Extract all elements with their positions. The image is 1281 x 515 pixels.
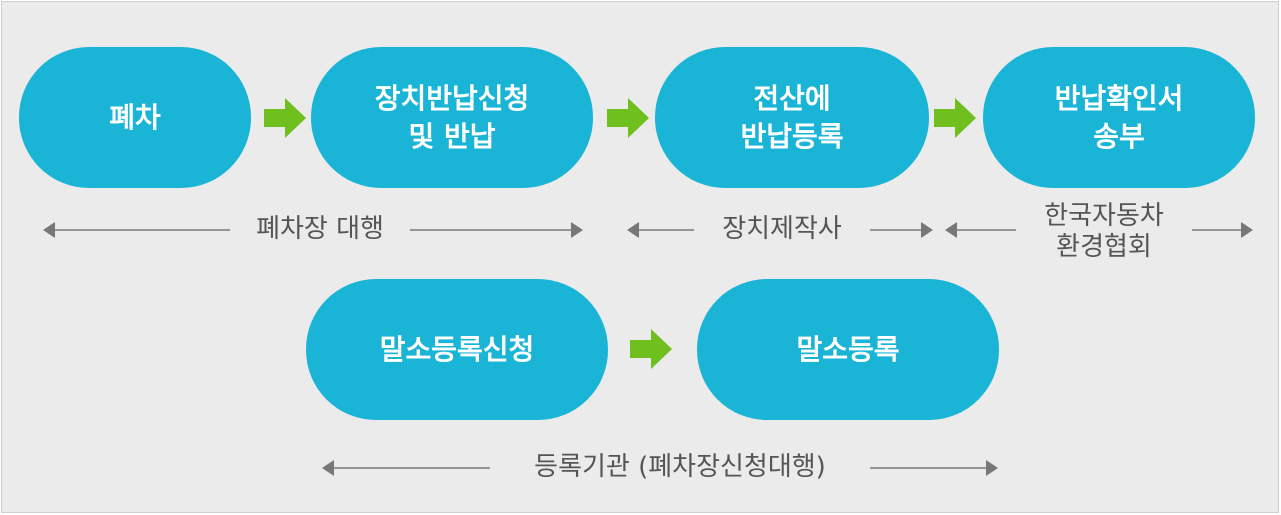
span-label-env-association: 한국자동차 환경협회 <box>1016 201 1192 263</box>
span-arrowhead-maker-right <box>921 222 933 238</box>
span-label-device-maker: 장치제작사 <box>694 214 870 245</box>
flow-arrow-icon <box>264 98 306 138</box>
span-arrowhead-registry-right <box>986 460 998 476</box>
flow-arrow-icon <box>607 98 649 138</box>
node-computer-registration: 전산에 반납등록 <box>655 47 929 188</box>
span-arrowhead-association-right <box>1241 222 1253 238</box>
node-confirmation-send-line-2: 송부 <box>1093 119 1145 153</box>
span-arrowhead-scrapyard-right <box>571 222 583 238</box>
node-deregistration-apply: 말소등록신청 <box>306 279 608 420</box>
node-deregistration-line-1: 말소등록 <box>796 332 900 366</box>
span-arrowhead-registry-left <box>322 460 334 476</box>
node-scrap: 폐차 <box>19 47 251 188</box>
span-arrowhead-scrapyard-left <box>43 222 55 238</box>
span-arrowhead-association-left <box>945 222 957 238</box>
span-arrowhead-maker-left <box>627 222 639 238</box>
span-label-registration-office: 등록기관 (폐차장신청대행) <box>490 452 870 483</box>
span-label-scrapyard-agency-line-1: 폐차장 대행 <box>256 214 384 244</box>
node-computer-registration-line-1: 전산에 <box>753 81 831 115</box>
node-scrap-line-1: 폐차 <box>109 100 161 134</box>
span-label-scrapyard-agency: 폐차장 대행 <box>230 214 410 245</box>
node-device-return-line-1: 장치반납신청 <box>374 81 530 115</box>
span-label-env-association-line-1: 한국자동차 <box>1044 201 1164 231</box>
node-confirmation-send-line-1: 반납확인서 <box>1054 81 1184 115</box>
span-label-env-association-line-2: 환경협회 <box>1056 232 1152 262</box>
span-label-device-maker-line-1: 장치제작사 <box>722 214 842 244</box>
node-confirmation-send: 반납확인서 송부 <box>983 47 1255 188</box>
flow-arrow-icon <box>934 98 976 138</box>
flow-arrow-icon <box>630 329 672 369</box>
node-computer-registration-line-2: 반납등록 <box>740 119 844 153</box>
span-label-registration-office-line-1: 등록기관 (폐차장신청대행) <box>534 452 826 482</box>
node-deregistration-apply-line-1: 말소등록신청 <box>379 332 535 366</box>
node-deregistration: 말소등록 <box>697 279 999 420</box>
node-device-return: 장치반납신청 및 반납 <box>311 47 593 188</box>
node-device-return-line-2: 및 반납 <box>408 119 496 153</box>
